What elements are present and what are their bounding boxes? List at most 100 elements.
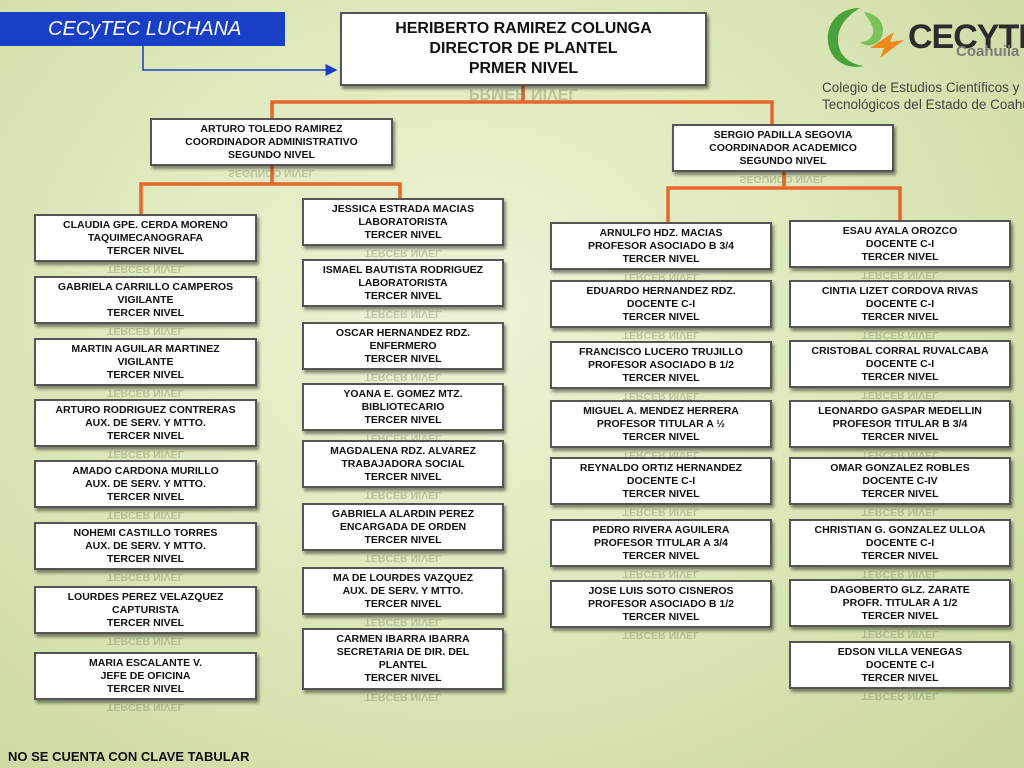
- box-line: ESAU AYALA OROZCO: [842, 224, 958, 237]
- box-line: PLANTEL: [378, 659, 428, 671]
- box-line: CRISTOBAL CORRAL RUVALCABA: [811, 344, 989, 357]
- box-line: LEONARDO GASPAR MEDELLIN: [818, 404, 982, 417]
- box-line: AUX. DE SERV. Y MTTO.: [85, 416, 206, 429]
- box-line: CINTIA LIZET CORDOVA RIVAS: [821, 284, 979, 297]
- box-line: AMADO CARDONA MURILLO: [72, 464, 219, 477]
- box-line: YOANA E. GOMEZ MTZ.: [343, 387, 463, 400]
- box-line: SECRETARIA DE DIR. DEL: [336, 646, 470, 658]
- box-line: PROFESOR TITULAR A ½: [596, 417, 726, 430]
- box-line: TERCER NIVEL: [364, 413, 442, 426]
- box-line: PROFESOR TITULAR A 3/4: [594, 536, 728, 549]
- box-line: TERCER NIVEL: [106, 306, 184, 319]
- box-line: TERCER NIVEL: [622, 252, 700, 265]
- box-line: TERCER NIVEL: [861, 609, 939, 622]
- box-line: TERCER NIVEL: [106, 552, 184, 565]
- box-line: PROFESOR ASOCIADO B 1/2: [587, 358, 735, 371]
- box-line: TERCER NIVEL: [622, 549, 700, 562]
- box-line: DOCENTE C-I: [865, 237, 935, 250]
- box-line: PRMER NIVEL: [468, 60, 579, 77]
- box-line: PROFR. TITULAR A 1/2: [842, 596, 958, 609]
- box-line: EDSON VILLA VENEGAS: [837, 645, 963, 658]
- box-line: LOURDES PEREZ VELAZQUEZ: [67, 590, 224, 603]
- box-line: TERCER NIVEL: [106, 368, 184, 381]
- box-line: MARIA ESCALANTE V.: [89, 656, 202, 669]
- box-line: TERCER NIVEL: [861, 250, 939, 263]
- box-line: TERCER NIVEL: [364, 672, 442, 684]
- connector-academic-branch: [666, 186, 902, 222]
- box-line: AUX. DE SERV. Y MTTO.: [342, 584, 464, 597]
- box-line: TERCER NIVEL: [106, 682, 184, 695]
- box-line: TERCER NIVEL: [622, 430, 700, 443]
- box-line: COORDINADOR ADMINISTRATIVO: [185, 135, 358, 148]
- box-line: TERCER NIVEL: [861, 549, 939, 562]
- box-line: GABRIELA CARRILLO CAMPEROS: [57, 280, 234, 293]
- box-line: GABRIELA ALARDIN PEREZ: [331, 507, 475, 520]
- box-line: MARTIN AGUILAR MARTINEZ: [71, 342, 220, 355]
- logo-state: Coahuila: [956, 43, 1020, 60]
- box-line: TERCER NIVEL: [364, 289, 442, 302]
- box-line: SERGIO PADILLA SEGOVIA: [713, 128, 853, 141]
- box-line: CARMEN IBARRA IBARRA: [336, 633, 470, 645]
- tree-connectors: [139, 86, 902, 222]
- box-line: DIRECTOR DE PLANTEL: [429, 40, 618, 57]
- box-line: PROFESOR TITULAR B 3/4: [832, 417, 968, 430]
- box-line: DOCENTE C-IV: [862, 474, 938, 487]
- box-line: JOSE LUIS SOTO CISNEROS: [588, 584, 734, 597]
- box-line: HERIBERTO RAMIREZ COLUNGA: [395, 20, 652, 37]
- box-line: TERCER NIVEL: [364, 533, 442, 546]
- box-line: TERCER NIVEL: [861, 671, 939, 684]
- box-line: TERCER NIVEL: [364, 352, 442, 365]
- box-line: TERCER NIVEL: [106, 490, 184, 503]
- box-line: CHRISTIAN G. GONZALEZ ULLOA: [814, 523, 986, 536]
- box-line: PEDRO RIVERA AGUILERA: [592, 523, 730, 536]
- box-line: LABORATORISTA: [358, 215, 448, 228]
- box-line: SEGUNDO NIVEL: [739, 154, 827, 167]
- box-line: COORDINADOR ACADEMICO: [709, 141, 857, 154]
- box-line: VIGILANTE: [117, 355, 174, 368]
- box-line: DOCENTE C-I: [865, 658, 935, 671]
- box-line: ENFERMERO: [369, 339, 437, 352]
- box-line: DOCENTE C-I: [865, 536, 935, 549]
- box-line: TERCER NIVEL: [861, 370, 939, 383]
- box-line: NOHEMI CASTILLO TORRES: [73, 526, 218, 539]
- box-line: FRANCISCO LUCERO TRUJILLO: [579, 345, 743, 358]
- box-line: TAQUIMECANOGRAFA: [87, 231, 204, 244]
- box-line: CAPTURISTA: [112, 603, 179, 616]
- box-line: MA DE LOURDES VAZQUEZ: [332, 571, 473, 584]
- box-line: TERCER NIVEL: [622, 487, 700, 500]
- box-line: ARNULFO HDZ. MACIAS: [599, 226, 723, 239]
- banner-arrow: [142, 46, 338, 76]
- box-line: DOCENTE C-I: [865, 297, 935, 310]
- box-line: MAGDALENA RDZ. ALVAREZ: [330, 444, 476, 457]
- box-line: TRABAJADORA SOCIAL: [341, 457, 465, 470]
- campus-banner: CECyTEC LUCHANA: [0, 12, 285, 46]
- box-line: BIBLIOTECARIO: [361, 400, 445, 413]
- box-line: TERCER NIVEL: [861, 487, 939, 500]
- box-line: OMAR GONZALEZ ROBLES: [830, 461, 970, 474]
- box-line: ISMAEL BAUTISTA RODRIGUEZ: [322, 263, 484, 276]
- box-line: TERCER NIVEL: [622, 610, 700, 623]
- logo-name: CECYTE: [908, 18, 1024, 56]
